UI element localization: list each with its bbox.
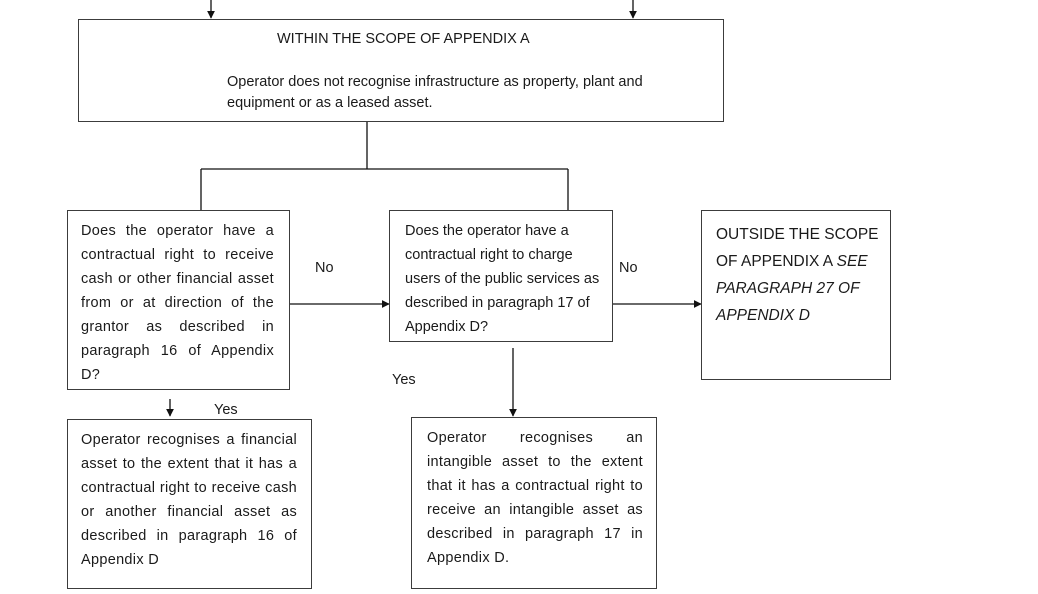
outside-scope-box: OUTSIDE THE SCOPE OF APPENDIX A SEE PARA…: [701, 210, 891, 380]
question-intangible-asset-text: Does the operator have a contractual rig…: [405, 223, 600, 335]
question-financial-asset-text: Does the operator have a contractual rig…: [81, 223, 274, 383]
yes-label-1: Yes: [198, 393, 278, 419]
result-intangible-asset-text: Operator recognises an intangible asset …: [427, 430, 643, 566]
question-intangible-asset-box: Does the operator have a contractual rig…: [389, 210, 613, 342]
result-financial-asset-box: Operator recognises a financial asset to…: [67, 419, 312, 589]
question-financial-asset-box: Does the operator have a contractual rig…: [67, 210, 290, 390]
no-label-1: No: [315, 260, 334, 276]
no-label-2: No: [619, 260, 638, 276]
outside-scope-see-paragraph: SEE PARAGRAPH 27 OF APPENDIX D: [716, 253, 868, 324]
result-financial-asset-text: Operator recognises a financial asset to…: [81, 432, 297, 568]
scope-title: WITHIN THE SCOPE OF APPENDIX A: [277, 31, 530, 47]
outside-scope-plain: OUTSIDE THE SCOPE OF APPENDIX A: [716, 226, 879, 270]
scope-description: Operator does not recognise infrastructu…: [227, 74, 643, 111]
yes-label-2: Yes: [392, 372, 416, 388]
outside-scope-text: OUTSIDE THE SCOPE OF APPENDIX A SEE PARA…: [716, 221, 886, 329]
result-intangible-asset-box: Operator recognises an intangible asset …: [411, 417, 657, 589]
scope-box: WITHIN THE SCOPE OF APPENDIX A Operator …: [78, 19, 724, 122]
